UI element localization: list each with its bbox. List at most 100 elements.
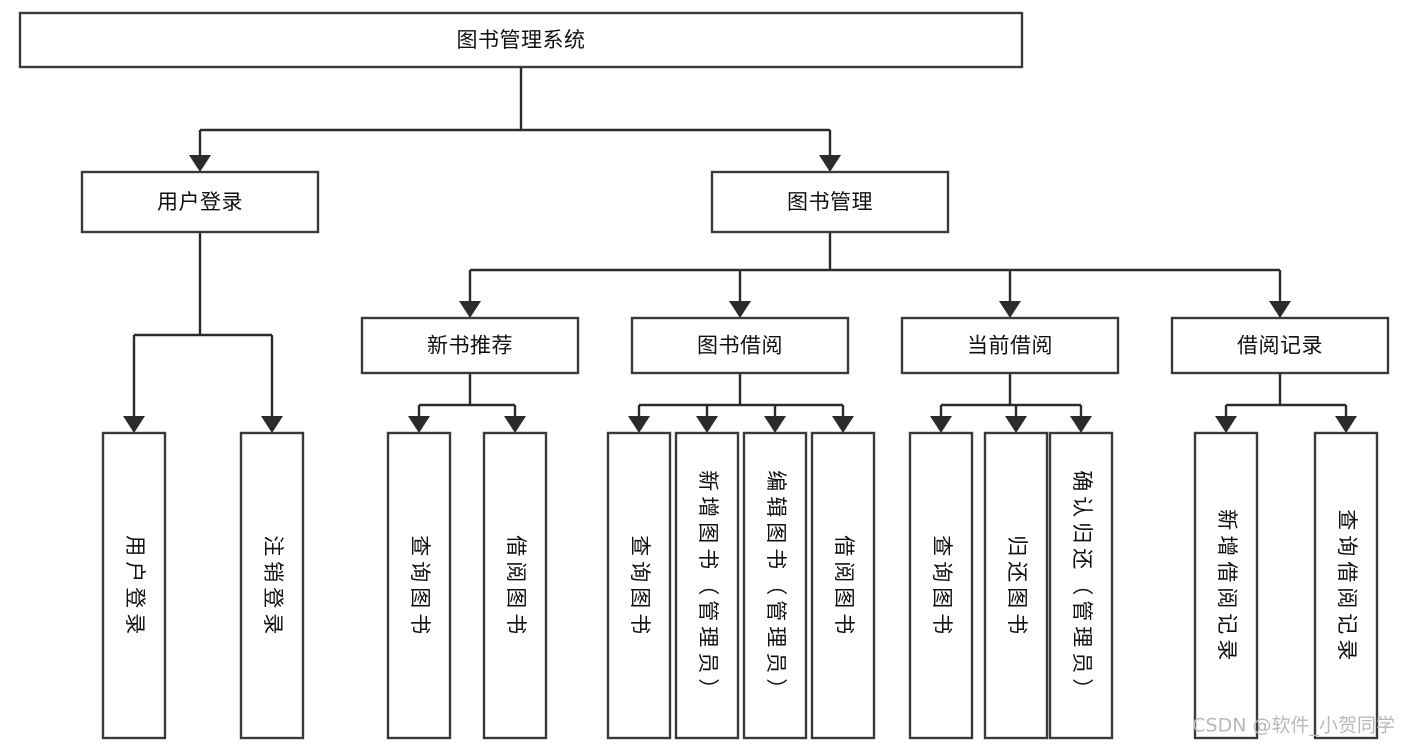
leaf-user-login-node[interactable]: 用户登录 [101, 431, 167, 740]
current-borrow-box [900, 316, 1120, 375]
leaf-query-book-1-box [386, 431, 452, 740]
book-manage-node[interactable]: 图书管理 [710, 170, 950, 234]
current-borrow-label: 当前借阅 [967, 334, 1053, 358]
new-book-recommend-box [360, 316, 580, 375]
svg-text:图: 图 [832, 587, 856, 610]
book-manage-branch-arrow-1 [729, 301, 751, 318]
user-login-leaf-branch-arrow-1 [261, 416, 283, 433]
svg-text:书: 书 [764, 548, 788, 571]
system-title-label: 图书管理系统 [457, 28, 586, 52]
user-login-node[interactable]: 用户登录 [80, 170, 320, 234]
current-borrow-node[interactable]: 当前借阅 [900, 316, 1120, 375]
system-title-box [18, 11, 1024, 69]
svg-text:书: 书 [930, 613, 954, 636]
svg-text:）: ） [696, 678, 720, 701]
svg-text:图: 图 [696, 522, 720, 545]
svg-text:户: 户 [123, 561, 147, 584]
new-book-recommend-leaf-branch-arrow-1 [504, 416, 526, 433]
svg-text:归: 归 [1005, 535, 1029, 558]
svg-text:借: 借 [504, 535, 528, 558]
svg-text:确: 确 [1070, 470, 1094, 493]
svg-text:书: 书 [832, 613, 856, 636]
borrow-record-box [1170, 316, 1390, 375]
book-borrow-leaf-branch-arrow-1 [696, 416, 718, 433]
leaf-borrow-book-2-box [810, 431, 876, 740]
svg-text:书: 书 [504, 613, 528, 636]
leaf-add-book-admin-box [674, 431, 740, 740]
svg-text:增: 增 [1215, 535, 1239, 558]
svg-text:书: 书 [696, 548, 720, 571]
svg-text:（: （ [696, 574, 720, 597]
svg-text:辑: 辑 [764, 496, 788, 519]
system-title-node[interactable]: 图书管理系统 [18, 11, 1024, 69]
svg-text:阅: 阅 [1215, 587, 1239, 610]
svg-text:阅: 阅 [1335, 587, 1359, 610]
svg-text:图: 图 [504, 587, 528, 610]
svg-text:员: 员 [764, 652, 788, 675]
user-login-leaf-branch-arrow-0 [123, 416, 145, 433]
svg-text:图: 图 [764, 522, 788, 545]
svg-text:理: 理 [1070, 626, 1094, 649]
leaf-query-book-2-box [606, 431, 672, 740]
book-borrow-leaf-branch-arrow-3 [832, 416, 854, 433]
current-borrow-leaf-branch-arrow-1 [1005, 416, 1027, 433]
leaf-confirm-return-box [1048, 431, 1114, 740]
svg-text:认: 认 [1070, 496, 1094, 519]
svg-text:用: 用 [123, 535, 147, 558]
book-borrow-label: 图书借阅 [697, 334, 783, 358]
svg-text:理: 理 [696, 626, 720, 649]
new-book-recommend-node[interactable]: 新书推荐 [360, 316, 580, 375]
book-manage-label: 图书管理 [787, 190, 873, 214]
leaf-return-book-box [983, 431, 1049, 740]
book-borrow-leaf-branch-arrow-0 [628, 416, 650, 433]
svg-text:记: 记 [1215, 613, 1239, 636]
leaf-query-book-3-box [908, 431, 974, 740]
svg-text:阅: 阅 [832, 561, 856, 584]
borrow-record-node[interactable]: 借阅记录 [1170, 316, 1390, 375]
svg-text:销: 销 [261, 561, 285, 584]
svg-text:书: 书 [408, 613, 432, 636]
user-login-box [80, 170, 320, 234]
svg-text:）: ） [1070, 678, 1094, 701]
svg-text:图: 图 [930, 587, 954, 610]
current-borrow-leaf-branch-arrow-0 [930, 416, 952, 433]
leaf-user-login-box [101, 431, 167, 740]
svg-text:还: 还 [1070, 548, 1094, 571]
user-login-label: 用户登录 [157, 190, 243, 214]
svg-text:管: 管 [1070, 600, 1094, 623]
new-book-recommend-leaf-branch-arrow-0 [408, 416, 430, 433]
book-borrow-node[interactable]: 图书借阅 [630, 316, 850, 375]
svg-text:询: 询 [930, 561, 954, 584]
svg-text:还: 还 [1005, 561, 1029, 584]
svg-text:借: 借 [1335, 561, 1359, 584]
root-branch-arrow-0 [189, 155, 211, 172]
svg-text:新: 新 [1215, 509, 1239, 532]
svg-text:（: （ [1070, 574, 1094, 597]
leaf-user-login-label: 用户登录 [123, 535, 147, 636]
svg-text:图: 图 [1005, 587, 1029, 610]
svg-text:归: 归 [1070, 522, 1094, 545]
csdn-watermark: CSDN @软件_小贺同学 [1192, 715, 1395, 737]
svg-text:（: （ [764, 574, 788, 597]
svg-text:查: 查 [628, 535, 652, 558]
